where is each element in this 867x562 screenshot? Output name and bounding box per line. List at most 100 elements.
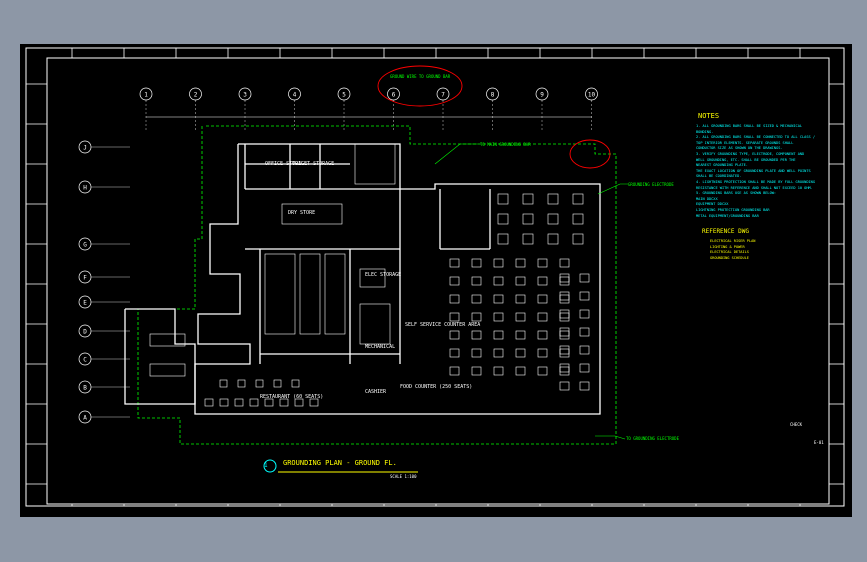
dining-table — [497, 233, 509, 245]
dining-table — [264, 398, 274, 407]
dining-table — [449, 366, 460, 376]
room-label-restaurant: RESTAURANT (60 SEATS) — [260, 394, 324, 400]
note-line: 5. GROUNDING BARS USE AS SHOWN BELOW: — [696, 191, 777, 196]
dining-table — [559, 363, 570, 373]
dining-table — [537, 330, 548, 340]
callout-electrode: GROUNDING ELECTRODE — [628, 182, 674, 187]
dining-table — [579, 309, 590, 319]
dining-table — [559, 330, 570, 340]
row-grid-bubble: J — [78, 140, 130, 154]
dining-table — [572, 193, 584, 205]
room-label-cashier: CASHIER — [365, 389, 387, 395]
dining-table — [537, 294, 548, 304]
note-line: 4. LIGHTNING PROTECTION SHALL BE MADE BY… — [696, 180, 815, 184]
column-grid-bubble: 1 — [139, 87, 153, 132]
dining-table — [559, 273, 570, 283]
note-line: 1. ALL GROUNDING BARS SHALL BE SIZED & M… — [696, 124, 803, 128]
note-line: 3. VERIFY GROUNDING TYPE, ELECTRODE, COM… — [696, 152, 805, 156]
row-grid-bubble: C — [78, 352, 130, 366]
dining-table — [149, 333, 186, 347]
dining-table — [579, 327, 590, 337]
dining-table — [559, 345, 570, 355]
dining-table — [471, 258, 482, 268]
dining-table — [559, 327, 570, 337]
frame-ticks — [26, 48, 844, 506]
dining-table — [471, 294, 482, 304]
dining-table — [497, 193, 509, 205]
notes-heading: NOTES — [698, 112, 720, 120]
note-line: BONDING. — [696, 129, 714, 134]
building-walls — [124, 143, 601, 415]
dining-table — [579, 381, 590, 391]
dining-table — [234, 398, 244, 407]
note-line: LIGHTNING PROTECTION GROUNDING BAR — [696, 208, 770, 212]
column-grid-bubble: 3 — [238, 87, 252, 132]
callout-leaders — [434, 143, 628, 440]
dining-table — [522, 193, 534, 205]
dining-table — [559, 276, 570, 286]
dining-table — [291, 379, 300, 388]
dining-table — [449, 258, 460, 268]
reference-heading: REFERENCE DWG — [702, 228, 749, 235]
svg-text:E: E — [83, 300, 87, 307]
dining-table — [515, 366, 526, 376]
dining-table — [515, 258, 526, 268]
dining-table — [449, 330, 460, 340]
dining-table — [537, 258, 548, 268]
dining-table — [294, 398, 304, 407]
dining-table — [547, 213, 559, 225]
svg-text:3: 3 — [243, 92, 247, 99]
dining-table — [493, 312, 504, 322]
dining-table — [559, 291, 570, 301]
callout-to-electrode: TO GROUNDING ELECTRODE — [626, 436, 679, 441]
svg-text:6: 6 — [392, 92, 396, 99]
svg-text:7: 7 — [441, 92, 445, 99]
row-grid-bubble: A — [78, 410, 130, 424]
svg-text:A: A — [83, 415, 87, 422]
note-line: NEAREST GROUNDING PLATE. — [696, 163, 748, 168]
kitchen-equipment — [264, 143, 396, 345]
dining-table — [579, 345, 590, 355]
dining-table — [537, 348, 548, 358]
dining-table — [493, 276, 504, 286]
title-number: 1 — [264, 462, 268, 469]
reference-line: ELECTRICAL RISER PLAN — [710, 239, 756, 243]
dining-table — [559, 381, 570, 391]
dining-table — [493, 348, 504, 358]
svg-text:1: 1 — [144, 92, 148, 99]
scale-note: SCALE 1:100 — [390, 474, 417, 479]
title-number-bubble — [263, 459, 277, 473]
room-label-office-storage: OFFICE STORAGE — [265, 161, 308, 167]
room-label-food-counter: FOOD COUNTER (250 SEATS) — [400, 384, 473, 390]
dining-table — [471, 348, 482, 358]
column-grid-bubble: 5 — [337, 87, 351, 132]
room-label-elec-storage: ELEC STORAGE — [365, 272, 402, 278]
svg-text:J: J — [83, 145, 87, 152]
svg-text:D: D — [83, 329, 87, 336]
dining-table — [149, 363, 186, 377]
dining-table — [219, 398, 229, 407]
outer-frame — [25, 47, 845, 507]
column-grid-bubble: 6 — [387, 87, 400, 132]
dining-table — [497, 213, 509, 225]
note-line: TOP INTERIOR ELEMENTS. SEPARATE GROUNDS … — [696, 140, 794, 145]
row-grid-bubble: H — [78, 180, 130, 194]
dining-table — [273, 379, 282, 388]
svg-text:10: 10 — [588, 92, 596, 99]
note-line: METAL EQUIPMENT/GROUNDING BAR — [696, 213, 759, 218]
svg-text:F: F — [83, 275, 87, 282]
dining-table — [449, 312, 460, 322]
column-grid-bubble: 9 — [535, 87, 549, 132]
dining-table — [515, 276, 526, 286]
dining-table — [471, 330, 482, 340]
dining-table — [515, 330, 526, 340]
stamp-text: CHECK — [790, 422, 803, 427]
svg-text:8: 8 — [491, 92, 495, 99]
dining-table — [559, 258, 570, 268]
callout-main-bar: TO MAIN GROUNDING BAR — [480, 142, 531, 147]
column-grid-bubble: 7 — [436, 87, 450, 132]
